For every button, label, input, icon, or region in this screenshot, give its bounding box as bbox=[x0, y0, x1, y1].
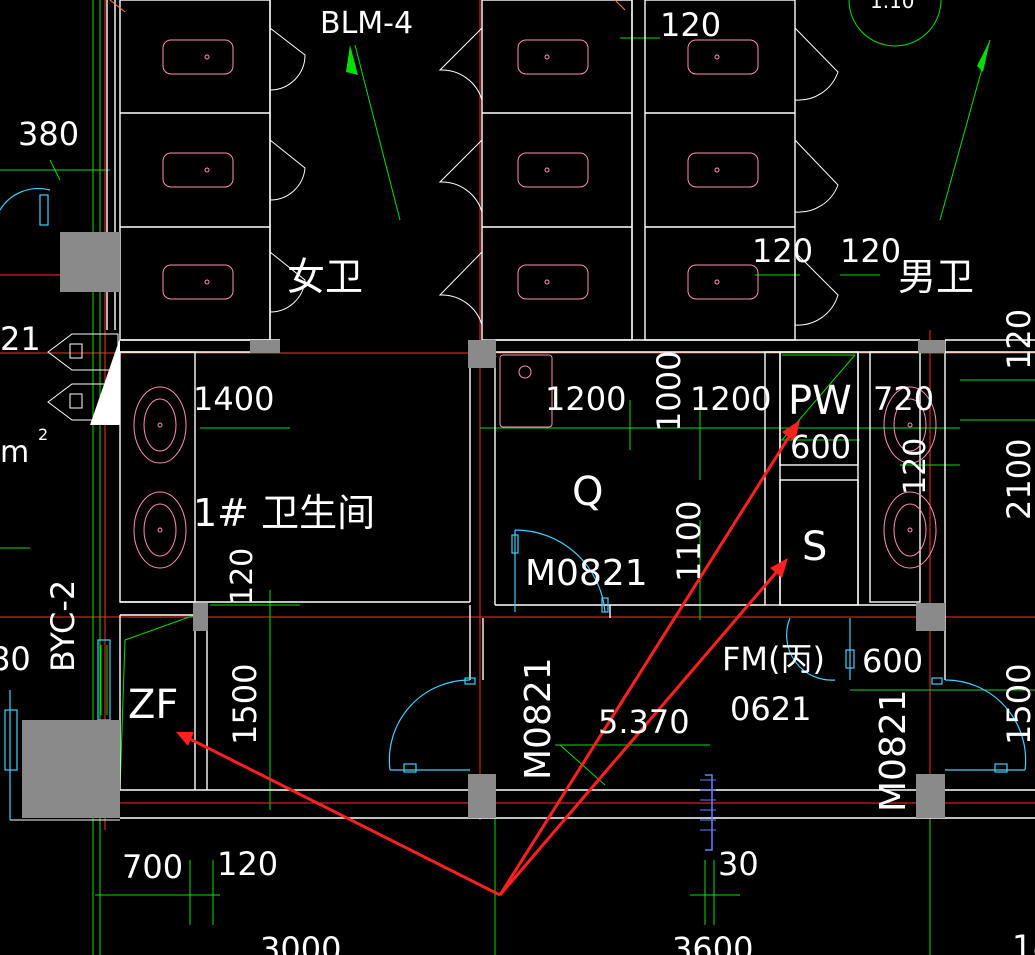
dimension-label: 600 bbox=[790, 428, 851, 466]
sink-icon bbox=[883, 386, 937, 464]
door-fm-code-label: 0621 bbox=[730, 690, 811, 728]
structural-columns bbox=[22, 232, 945, 818]
window-byc2-label: BYC-2 bbox=[44, 580, 82, 672]
door-swing-m0821-a bbox=[514, 529, 606, 613]
toilet-icon bbox=[517, 152, 589, 188]
dimension-label: 21 bbox=[0, 320, 41, 358]
dimension-label: 18 bbox=[1012, 928, 1035, 955]
room-s-label: S bbox=[802, 524, 827, 570]
dimension-label: 1500 bbox=[1000, 664, 1035, 745]
partial-circle-label: 1.10 bbox=[870, 0, 915, 13]
dimension-label: 380 bbox=[18, 115, 79, 153]
dimension-label: 1100 bbox=[670, 501, 708, 582]
dimension-label: 720 bbox=[873, 380, 934, 418]
womens-restroom-label: 女卫 bbox=[287, 255, 363, 299]
area-exponent-label: 2 bbox=[38, 425, 48, 444]
dimension-label: 700 bbox=[122, 848, 183, 886]
door-swing-m0821-b bbox=[388, 679, 471, 771]
door-m0821-label: M0821 bbox=[873, 689, 914, 812]
dimension-label: 1000 bbox=[650, 351, 688, 432]
sink-icon bbox=[133, 386, 187, 464]
sink-icon bbox=[883, 491, 937, 569]
door-blm4-label: BLM-4 bbox=[320, 6, 413, 41]
toilet-fixtures bbox=[133, 39, 937, 569]
dimension-label: 3000 bbox=[260, 930, 341, 955]
mop-sink-icon bbox=[499, 354, 553, 428]
restroom-1-label: 1# 卫生间 bbox=[193, 491, 375, 535]
dimension-label: 2100 bbox=[1000, 439, 1035, 520]
stair-symbols bbox=[0, 0, 942, 851]
dimension-label: 120 bbox=[898, 438, 933, 495]
dimension-label: 120 bbox=[225, 548, 260, 605]
area-unit-label: m bbox=[0, 435, 29, 470]
dimension-label: 120 bbox=[1000, 309, 1035, 370]
toilet-icon bbox=[687, 39, 759, 75]
door-labels: BLM-4 M0821 M0821 M0821 FM(丙) 0621 BYC-2… bbox=[0, 0, 915, 812]
toilet-icon bbox=[687, 152, 759, 188]
mens-restroom-label: 男卫 bbox=[898, 255, 974, 299]
toilet-icon bbox=[162, 264, 234, 300]
dimension-label: 1500 bbox=[226, 664, 264, 745]
door-swing-m0821-c bbox=[944, 679, 1027, 771]
red-axis-lines bbox=[0, 0, 1035, 830]
dimension-label: 30 bbox=[718, 845, 759, 883]
dimension-label: 3600 bbox=[672, 930, 753, 955]
toilet-icon bbox=[517, 39, 589, 75]
toilet-icon bbox=[687, 264, 759, 300]
toilet-icon bbox=[517, 264, 589, 300]
door-fm-label: FM(丙) bbox=[722, 640, 825, 678]
stall-doors bbox=[269, 27, 839, 326]
dimension-label: 1200 bbox=[545, 380, 626, 418]
door-m0821-label: M0821 bbox=[518, 657, 559, 780]
dimension-label: 80 bbox=[0, 640, 31, 678]
sink-icon bbox=[133, 491, 187, 569]
room-q-label: Q bbox=[572, 469, 603, 515]
dimension-labels: 380 120 120 120 120 1400 1200 1000 1200 … bbox=[0, 6, 1035, 955]
dimension-label: 120 bbox=[752, 232, 813, 270]
annotation-arrows bbox=[176, 420, 800, 897]
elevation-label: 5.370 bbox=[598, 703, 690, 741]
door-swing-fm bbox=[786, 617, 836, 681]
dimension-label: 120 bbox=[660, 6, 721, 44]
room-zf-label: ZF bbox=[128, 682, 178, 728]
toilet-icon bbox=[162, 152, 234, 188]
dimension-label: 120 bbox=[840, 232, 901, 270]
door-m0821-label: M0821 bbox=[525, 553, 648, 594]
toilet-icon bbox=[162, 39, 234, 75]
section-mark bbox=[705, 774, 713, 851]
doors bbox=[0, 187, 1027, 820]
room-pw-label: PW bbox=[788, 378, 852, 424]
dimension-label: 120 bbox=[217, 845, 278, 883]
room-labels: 女卫 男卫 1# 卫生间 Q PW S ZF bbox=[128, 255, 974, 728]
dimension-label: 600 bbox=[862, 642, 923, 680]
dimension-label: 1400 bbox=[193, 380, 274, 418]
dimension-label: 1200 bbox=[690, 380, 771, 418]
